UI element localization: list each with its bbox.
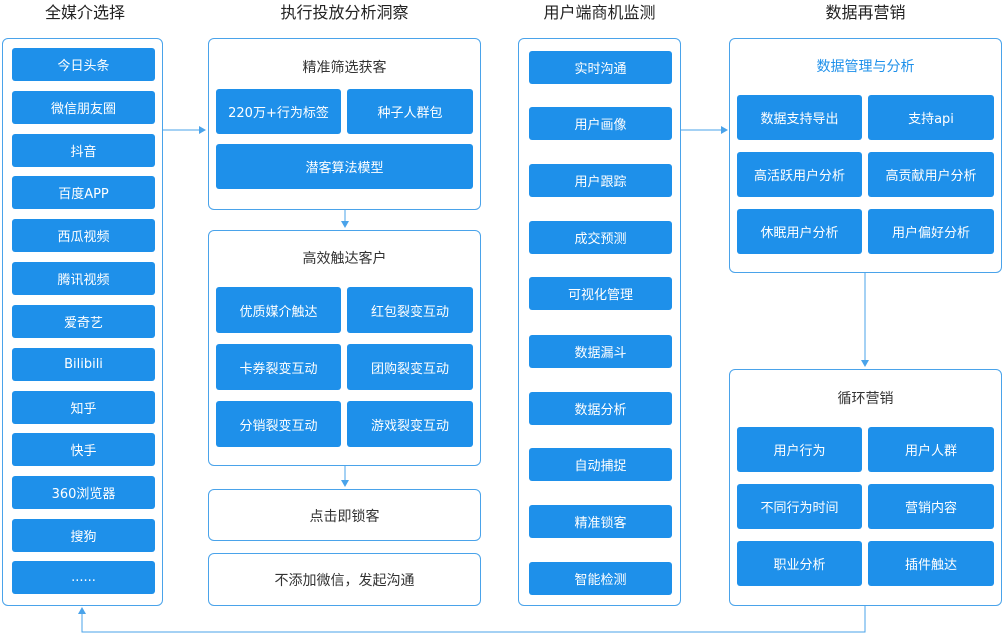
media-item: ...... xyxy=(12,561,155,594)
media-item: Bilibili xyxy=(12,348,155,381)
management-item: 用户偏好分析 xyxy=(868,209,994,254)
screening-item: 潜客算法模型 xyxy=(216,144,473,189)
media-item: 快手 xyxy=(12,433,155,466)
reach-panel: 高效触达客户 优质媒介触达 红包裂变互动 卡券裂变互动 团购裂变互动 分销裂变互… xyxy=(208,230,481,466)
screening-title: 精准筛选获客 xyxy=(302,60,387,76)
column-title-media: 全媒介选择 xyxy=(44,3,125,22)
column-title-delivery: 执行投放分析洞察 xyxy=(280,3,409,22)
monitor-item: 智能检测 xyxy=(529,562,672,595)
media-item: 微信朋友圈 xyxy=(12,91,155,124)
loop-item: 营销内容 xyxy=(868,484,994,529)
management-item: 数据支持导出 xyxy=(737,95,862,140)
media-item: 腾讯视频 xyxy=(12,262,155,295)
monitor-item: 数据分析 xyxy=(529,392,672,425)
reach-title: 高效触达客户 xyxy=(302,251,387,267)
management-item: 支持api xyxy=(868,95,994,140)
reach-item: 红包裂变互动 xyxy=(347,287,473,333)
monitor-item: 可视化管理 xyxy=(529,277,672,310)
media-panel: 今日头条 微信朋友圈 抖音 百度APP 西瓜视频 腾讯视频 爱奇艺 Bilibi… xyxy=(2,38,163,606)
monitor-item: 成交预测 xyxy=(529,221,672,254)
management-item: 休眠用户分析 xyxy=(737,209,862,254)
column-title-remarketing: 数据再营销 xyxy=(825,3,906,22)
column-title-monitor: 用户端商机监测 xyxy=(543,3,656,22)
loop-item: 用户行为 xyxy=(737,427,862,472)
loop-panel: 循环营销 用户行为 用户人群 不同行为时间 营销内容 职业分析 插件触达 xyxy=(729,369,1002,606)
screening-item: 种子人群包 xyxy=(347,89,473,134)
monitor-panel: 实时沟通 用户画像 用户跟踪 成交预测 可视化管理 数据漏斗 数据分析 自动捕捉… xyxy=(518,38,681,606)
media-item: 抖音 xyxy=(12,134,155,167)
media-item: 360浏览器 xyxy=(12,476,155,509)
media-item: 知乎 xyxy=(12,391,155,424)
media-item: 百度APP xyxy=(12,176,155,209)
reach-item: 分销裂变互动 xyxy=(216,401,341,447)
loop-item: 用户人群 xyxy=(868,427,994,472)
monitor-item: 实时沟通 xyxy=(529,51,672,84)
monitor-item: 自动捕捉 xyxy=(529,448,672,481)
monitor-item: 数据漏斗 xyxy=(529,335,672,368)
reach-item: 团购裂变互动 xyxy=(347,344,473,390)
loop-item: 职业分析 xyxy=(737,541,862,586)
monitor-item: 精准锁客 xyxy=(529,505,672,538)
monitor-item: 用户画像 xyxy=(529,107,672,140)
media-item: 搜狗 xyxy=(12,519,155,552)
reach-item: 游戏裂变互动 xyxy=(347,401,473,447)
monitor-item: 用户跟踪 xyxy=(529,164,672,197)
lock-text: 点击即锁客 xyxy=(309,509,380,525)
management-item: 高贡献用户分析 xyxy=(868,152,994,197)
screening-item: 220万+行为标签 xyxy=(216,89,341,134)
loop-item: 插件触达 xyxy=(868,541,994,586)
screening-panel: 精准筛选获客 220万+行为标签 种子人群包 潜客算法模型 xyxy=(208,38,481,210)
management-title: 数据管理与分析 xyxy=(816,59,915,75)
management-item: 高活跃用户分析 xyxy=(737,152,862,197)
loop-item: 不同行为时间 xyxy=(737,484,862,529)
management-panel: 数据管理与分析 数据支持导出 支持api 高活跃用户分析 高贡献用户分析 休眠用… xyxy=(729,38,1002,273)
lock-panel: 点击即锁客 xyxy=(208,489,481,541)
wechat-panel: 不添加微信，发起沟通 xyxy=(208,553,481,606)
reach-item: 卡券裂变互动 xyxy=(216,344,341,390)
media-item: 今日头条 xyxy=(12,48,155,81)
loop-title: 循环营销 xyxy=(837,391,894,407)
arrow-loop-back-to-media xyxy=(78,606,866,633)
reach-item: 优质媒介触达 xyxy=(216,287,341,333)
wechat-text: 不添加微信，发起沟通 xyxy=(274,573,415,589)
media-item: 西瓜视频 xyxy=(12,219,155,252)
media-item: 爱奇艺 xyxy=(12,305,155,338)
